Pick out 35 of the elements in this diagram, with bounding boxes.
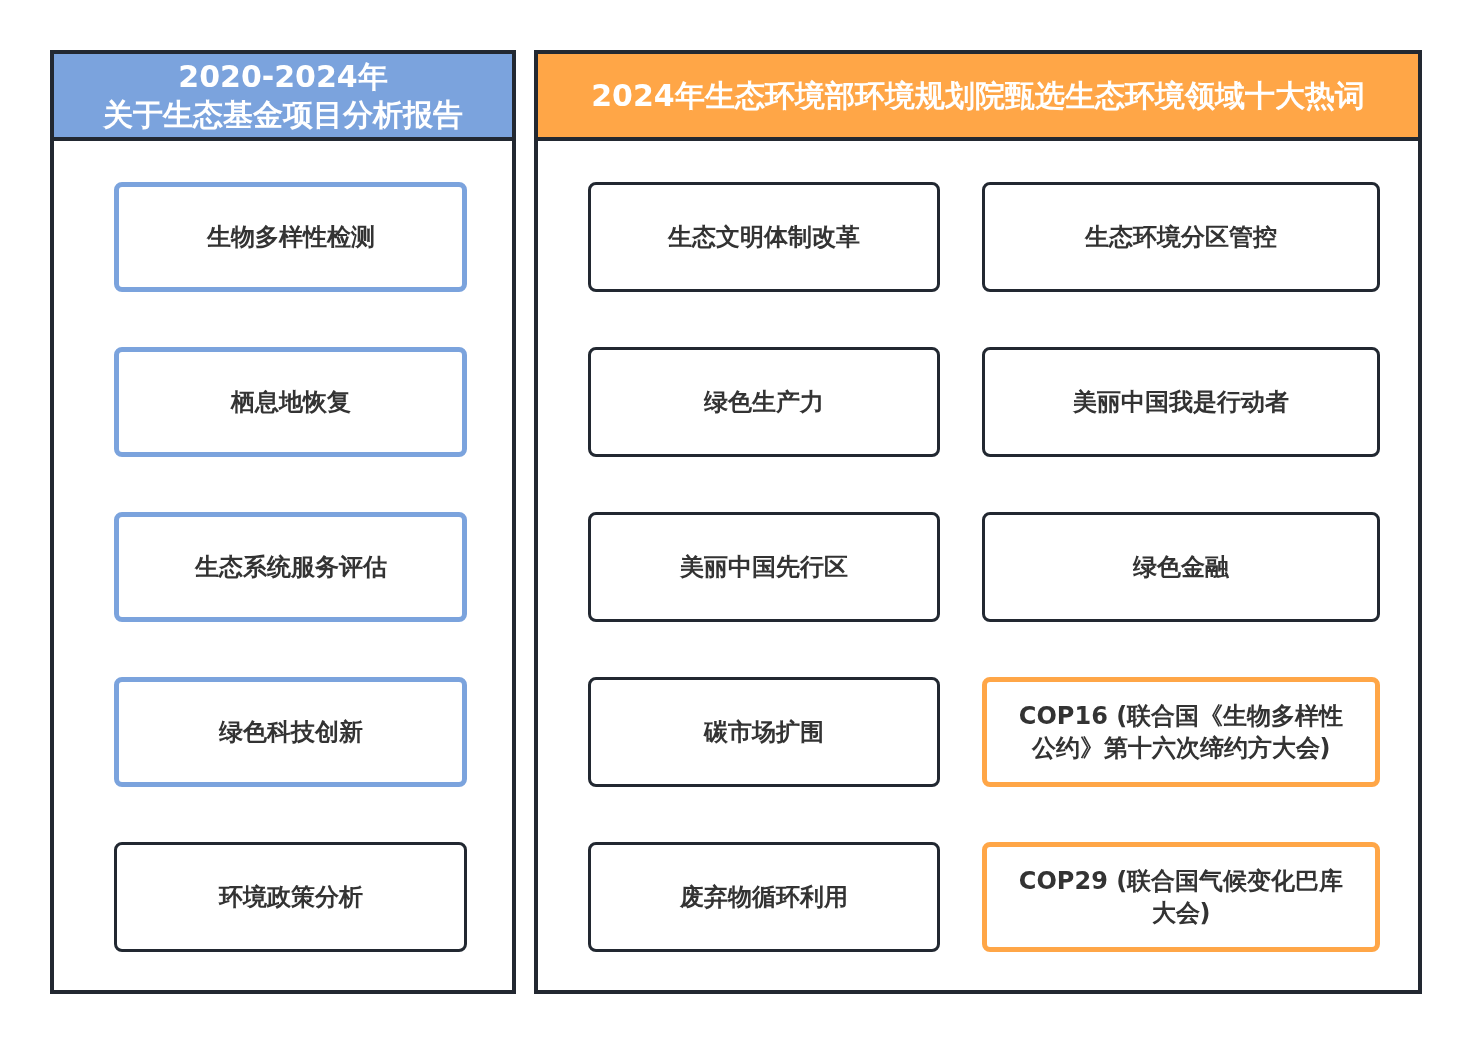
- keyword-box: [588, 842, 940, 952]
- keyword: 美丽中国先行区: [680, 551, 848, 583]
- keyword-box: [982, 842, 1380, 952]
- keyword-box: [982, 182, 1380, 292]
- panel: [534, 50, 1422, 994]
- keyword-box: [114, 347, 467, 457]
- keyword: COP29 (联合国气候变化巴库大会): [1017, 865, 1345, 929]
- heading: 关于生态基金项目分析报告: [103, 95, 463, 133]
- keyword-box: [982, 512, 1380, 622]
- keyword-box: [114, 677, 467, 787]
- keyword-box: [588, 347, 940, 457]
- panel: [50, 50, 516, 994]
- keyword: 栖息地恢复: [230, 386, 351, 418]
- keyword-box: [114, 512, 467, 622]
- heading: 2024年生态环境部环境规划院甄选生态环境领域十大热词: [591, 76, 1365, 115]
- keyword: 生物多样性检测: [206, 221, 375, 253]
- keyword-box: [982, 677, 1380, 787]
- keyword-box: [114, 182, 467, 292]
- keyword-box: [588, 677, 940, 787]
- keyword: 环境政策分析: [218, 881, 363, 913]
- keyword: 生态系统服务评估: [194, 551, 387, 583]
- keyword: 绿色金融: [1133, 551, 1229, 583]
- heading: 2020-2024年: [178, 58, 388, 96]
- keyword-box: [982, 347, 1380, 457]
- keyword: 绿色生产力: [704, 386, 824, 418]
- keyword-box: [588, 512, 940, 622]
- keyword: 生态环境分区管控: [1085, 221, 1277, 253]
- keyword-box: [588, 182, 940, 292]
- keyword-box: [114, 842, 467, 952]
- keyword: COP16 (联合国《生物多样性公约》第十六次缔约方大会): [1017, 700, 1345, 764]
- keyword: 废弃物循环利用: [680, 881, 848, 913]
- keyword: 绿色科技创新: [218, 716, 363, 748]
- keyword: 生态文明体制改革: [668, 221, 860, 253]
- keyword: 美丽中国我是行动者: [1073, 386, 1289, 418]
- keyword: 碳市场扩围: [704, 716, 824, 748]
